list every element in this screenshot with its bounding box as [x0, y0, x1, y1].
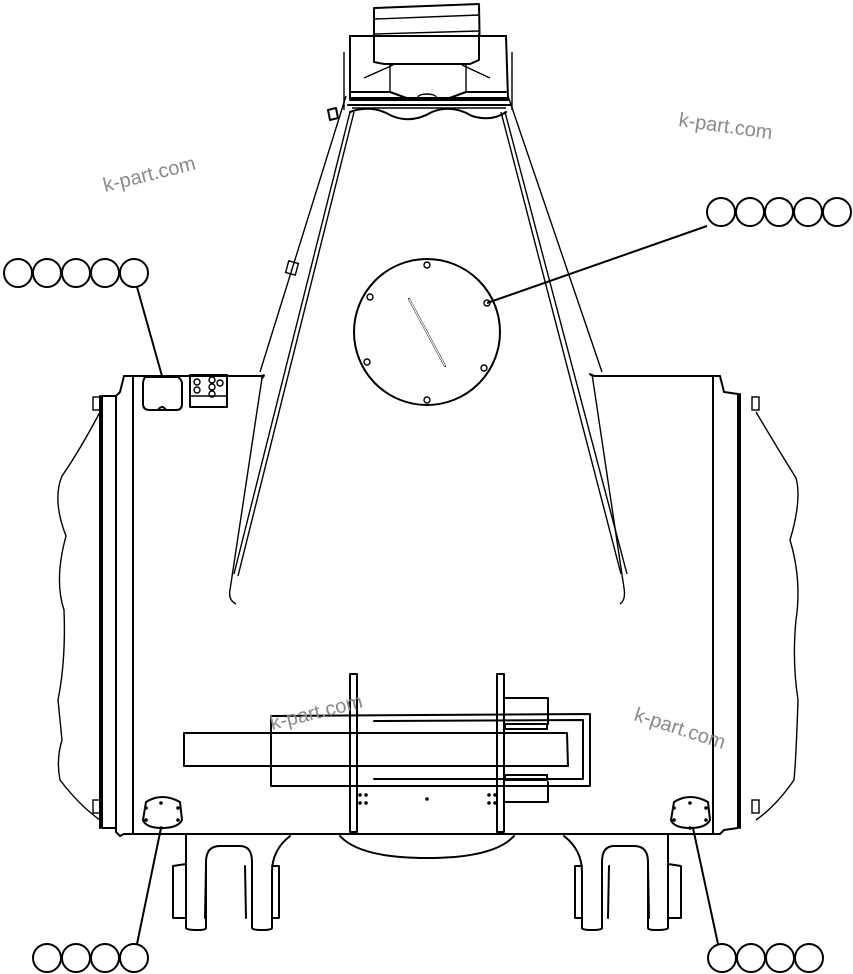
left-lower-cap: [142, 796, 183, 830]
control-panel: [189, 374, 228, 408]
left-side-guard: [57, 411, 101, 821]
left-boom-arm: [228, 95, 355, 605]
right-lower-cap: [670, 796, 711, 830]
left-upper-cap: [142, 376, 183, 411]
main-body: [92, 373, 760, 837]
right-boom-arm: [500, 95, 628, 605]
watermark: k-part.com: [101, 153, 198, 197]
callout-bottom-right[interactable]: [692, 827, 824, 973]
circular-cover-plate: [353, 258, 501, 406]
left-roller-assembly: [172, 833, 291, 931]
callout-bottom-left[interactable]: [32, 827, 162, 973]
watermark: k-part.com: [677, 109, 774, 144]
right-side-guard: [755, 411, 799, 821]
callout-left[interactable]: [3, 258, 163, 377]
callout-top-right[interactable]: [486, 197, 852, 304]
top-head-housing: [327, 3, 513, 121]
lower-bracket: [183, 673, 591, 859]
right-roller-assembly: [563, 833, 682, 931]
